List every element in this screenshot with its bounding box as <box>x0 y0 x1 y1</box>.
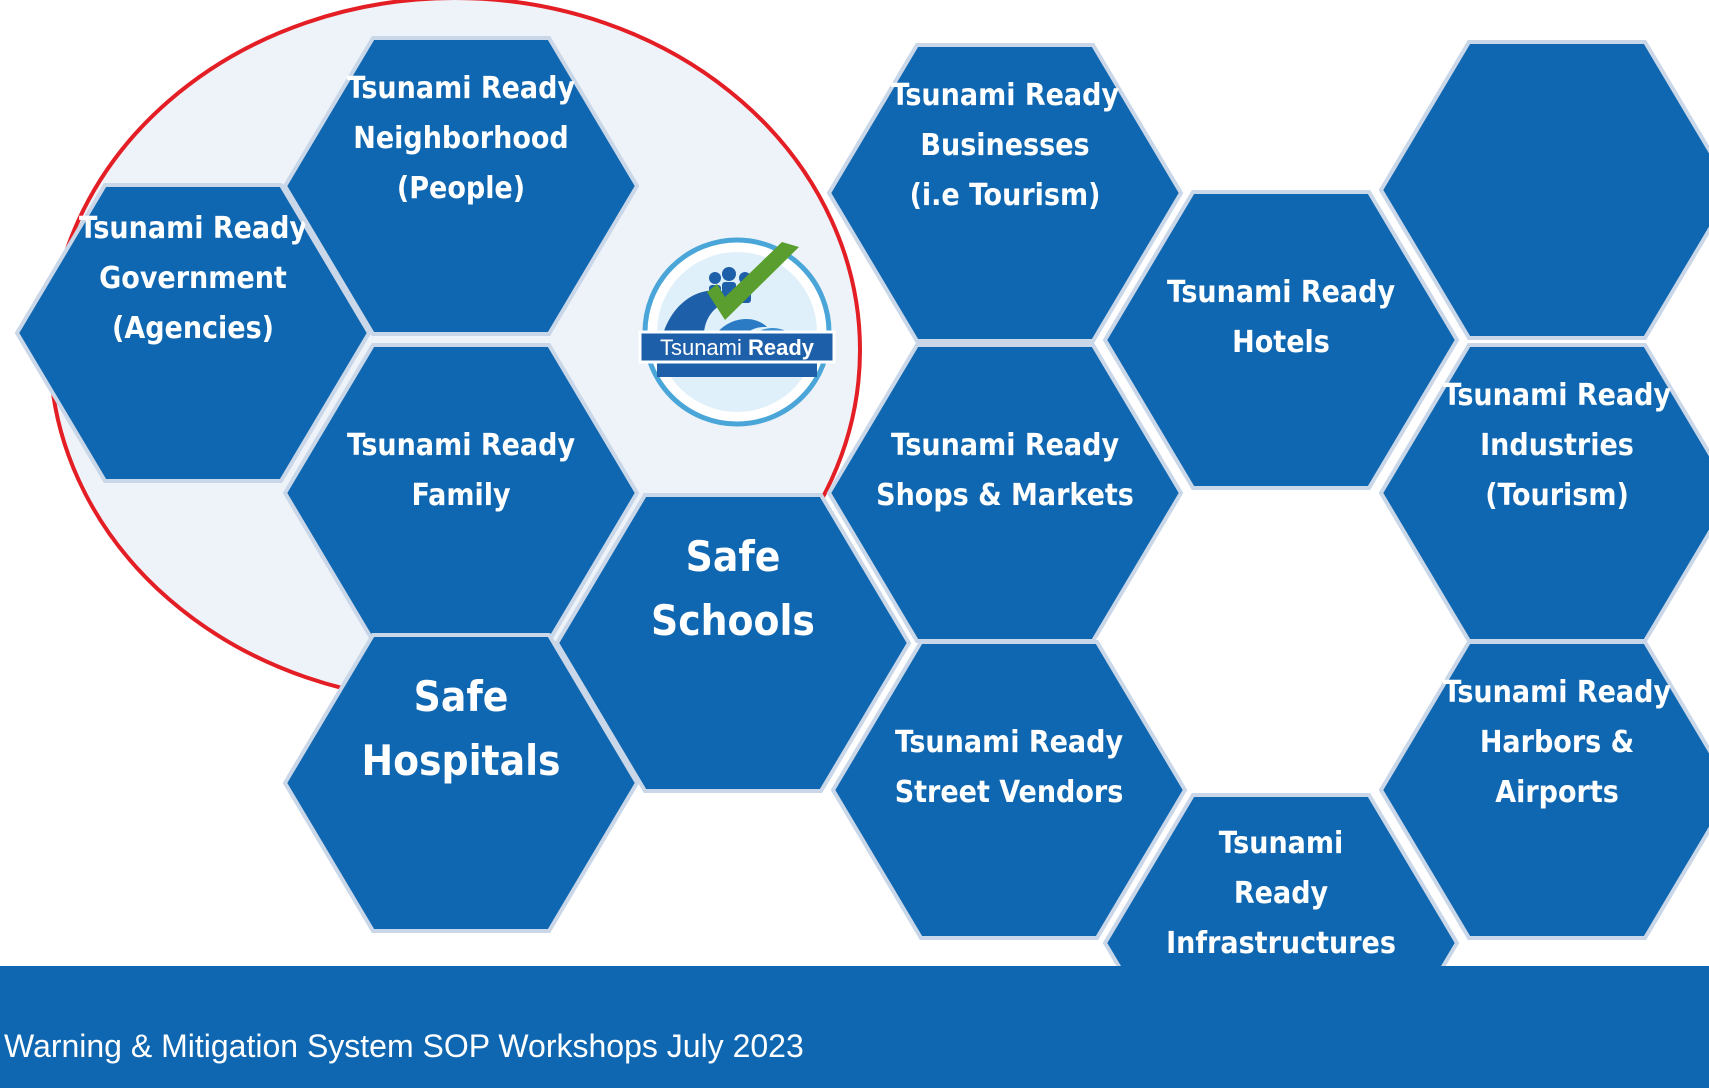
hexagon-label-line: Tsunami Ready <box>1167 275 1396 310</box>
hexagon-shape <box>826 343 1184 643</box>
footer-text: Warning & Mitigation System SOP Workshop… <box>4 1028 804 1064</box>
hexagon-label-line: Businesses <box>920 128 1089 163</box>
hexagon-label-line: Tsunami Ready <box>891 78 1120 113</box>
hexagon-label-line: Hotels <box>1232 325 1330 360</box>
hexagon-label-line: Safe <box>686 532 781 581</box>
hexagon-label-line: Tsunami <box>1219 826 1344 861</box>
hexagon-label-line: Safe <box>414 672 509 721</box>
hexagon-label-line: Family <box>411 478 511 513</box>
hexagon-label-line: Industries <box>1480 428 1634 463</box>
hexagon-label-line: Airports <box>1495 775 1619 810</box>
hexagon-shape <box>14 183 372 483</box>
hexagon-label-line: Tsunami Ready <box>891 428 1120 463</box>
hexagon-label-line: Tsunami Ready <box>347 71 576 106</box>
hexagon-label-line: Schools <box>651 596 815 645</box>
hexagon-label-line: Street Vendors <box>895 775 1124 810</box>
hexagon-label-line: Neighborhood <box>353 121 569 156</box>
hexagon-label-line: Tsunami Ready <box>895 725 1124 760</box>
hexagon-label-line: Hospitals <box>361 736 560 785</box>
hexagon-label-line: (i.e Tourism) <box>910 178 1101 213</box>
hexagon-shape <box>1378 640 1709 940</box>
hexagon-label-line: (Tourism) <box>1485 478 1629 513</box>
hexagon-label-line: (People) <box>397 171 525 206</box>
hexagon-label-line: Ready <box>1234 876 1329 911</box>
hexagon-label-line: Tsunami Ready <box>79 211 308 246</box>
hexagon-label-line: Harbors & <box>1480 725 1634 760</box>
hexagon-label-line: Government <box>99 261 287 296</box>
hexagon-label-line: Shops & Markets <box>876 478 1134 513</box>
footer-band <box>0 966 1709 1088</box>
hexagon-label-line: Infrastructures <box>1166 926 1396 961</box>
hexagon-layer: Tsunami ReadyGovernment(Agencies)Tsunami… <box>14 36 1709 1088</box>
hexagon-shape <box>1378 40 1709 340</box>
hexagon-label-line: Tsunami Ready <box>347 428 576 463</box>
hexagon-shape <box>826 43 1184 343</box>
logo-label-prefix: Tsunami <box>660 335 748 360</box>
checkmark-icon <box>707 242 799 320</box>
hexagon-blank <box>1378 40 1709 340</box>
hexagon-shape <box>830 640 1188 940</box>
hexagon-label-line: (Agencies) <box>112 311 274 346</box>
hexagon-shape <box>554 493 912 793</box>
hexagon-label-line: Tsunami Ready <box>1443 378 1672 413</box>
logo-label: Tsunami Ready <box>660 335 815 360</box>
hexagon-shape <box>282 36 640 336</box>
tsunami-ready-logo: Tsunami Ready <box>638 237 836 427</box>
hexagon-shape <box>1102 190 1460 490</box>
logo-label-strong: Ready <box>748 335 815 360</box>
hexagon-label-line: Tsunami Ready <box>1443 675 1672 710</box>
hexagon-shape <box>282 633 640 933</box>
